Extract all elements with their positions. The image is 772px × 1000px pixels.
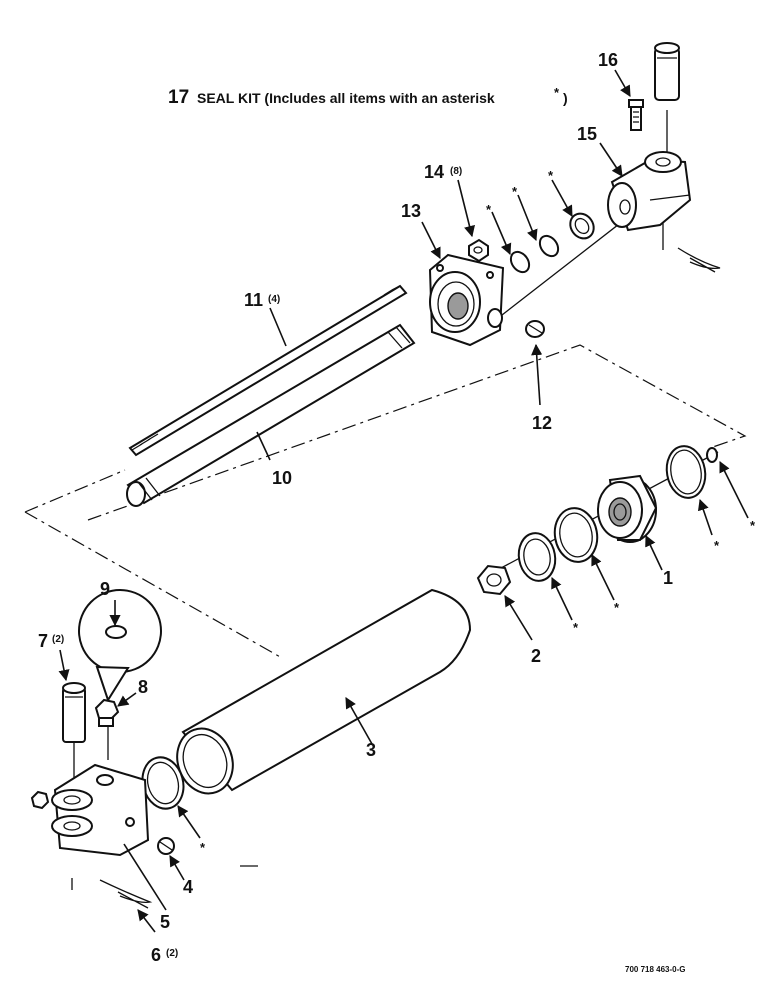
nut-part-14: [468, 238, 489, 263]
asterisk-mark: *: [548, 168, 554, 183]
callout-3: 3: [366, 740, 376, 760]
asterisk-mark: *: [512, 184, 518, 199]
piston-seals: [517, 445, 718, 582]
detail-view-9: [78, 589, 162, 703]
callout-5: 5: [160, 912, 170, 932]
callout-11-qty: (4): [268, 294, 280, 305]
callout-13: 13: [401, 201, 421, 221]
cotter-pin-upper: [677, 247, 721, 273]
callout-6: 6: [151, 945, 161, 965]
callout-9: 9: [100, 579, 110, 599]
callout-1: 1: [663, 568, 673, 588]
asterisk-mark: *: [614, 600, 620, 615]
asterisk-mark: *: [486, 202, 492, 217]
asterisk-mark: *: [573, 620, 579, 635]
callout-7-qty: (2): [52, 634, 64, 645]
leader-lines: [58, 69, 749, 933]
plug-part-8: [94, 698, 120, 727]
bolt-part-16: [628, 99, 644, 131]
barrel-part-3: [176, 588, 472, 795]
base-clevis-part-5: [51, 763, 150, 857]
nut-part-2: [476, 564, 512, 596]
boundary-line-left-lower: [24, 511, 283, 659]
clevis-part-15: [607, 151, 692, 232]
fitting-part-12: [525, 320, 545, 338]
pin-part-16: [654, 42, 680, 101]
asterisk-marks: * * * * * * * *: [200, 168, 756, 855]
seal-kit-asterisk: *: [554, 85, 560, 100]
seal-kit-title: 17 SEAL KIT (Includes all items with an …: [168, 85, 568, 108]
callout-15: 15: [577, 124, 597, 144]
seal-kit-close: ): [563, 90, 568, 106]
callout-labels: 16 15 14 (8) 13 11 (4) 12 10 1 2 3 9 7 (…: [38, 50, 673, 965]
callout-14-qty: (8): [450, 166, 462, 177]
boundary-line-right: [87, 344, 747, 521]
assembly-boundary-lines: [24, 344, 747, 659]
callout-16: 16: [598, 50, 618, 70]
piston-rod-part-10: [126, 323, 416, 507]
asterisk-mark: *: [750, 518, 756, 533]
gland-seals-upper: [509, 212, 595, 274]
seal-kit-text: SEAL KIT (Includes all items with an ast…: [197, 90, 495, 106]
asterisk-mark: *: [200, 840, 206, 855]
callout-6-qty: (2): [166, 948, 178, 959]
callout-14: 14: [424, 162, 444, 182]
small-nut-left: [30, 790, 50, 810]
callout-11: 11: [244, 290, 263, 310]
boundary-line-left-upper: [24, 469, 126, 513]
drawing-number: 700 718 463-0-G: [625, 965, 686, 974]
cotter-pin-part-6: [99, 879, 153, 909]
callout-2: 2: [531, 646, 541, 666]
callout-8: 8: [138, 677, 148, 697]
pin-part-7: [62, 682, 86, 743]
gland-part-13: [428, 253, 505, 347]
callout-10: 10: [272, 468, 292, 488]
callout-12: 12: [532, 413, 552, 433]
fitting-part-4: [157, 837, 175, 855]
callout-7: 7: [38, 631, 48, 651]
tie-rod-part-11: [128, 284, 408, 457]
piston-part-1: [597, 474, 658, 543]
seal-kit-number: 17: [168, 87, 189, 108]
callout-4: 4: [183, 877, 193, 897]
asterisk-mark: *: [714, 538, 720, 553]
